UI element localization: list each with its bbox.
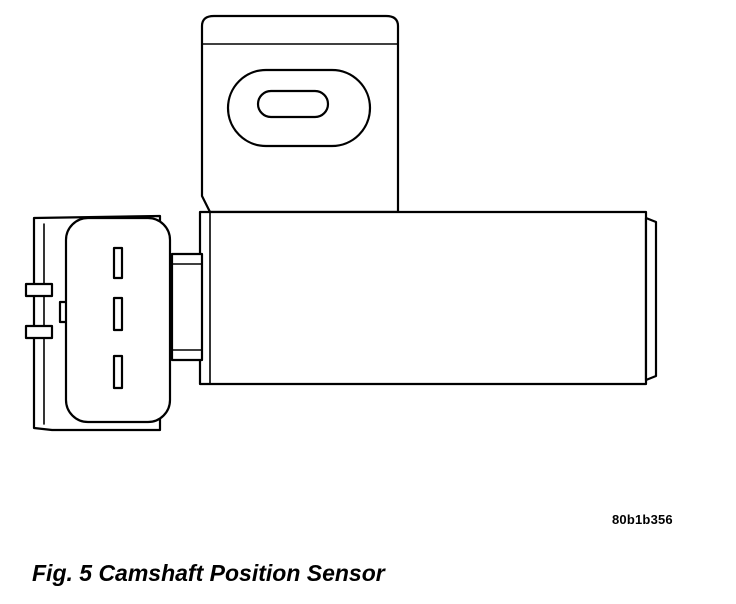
terminal-pin-1 — [112, 246, 124, 280]
sensor-body — [198, 210, 658, 386]
figure-code: 80b1b356 — [612, 512, 673, 527]
mounting-slot — [226, 68, 372, 148]
terminal-pin-2 — [112, 296, 124, 332]
terminal-pin-3 — [112, 354, 124, 390]
figure-caption: Fig. 5 Camshaft Position Sensor — [32, 560, 385, 586]
connector-housing — [24, 214, 172, 432]
connector-neck — [170, 252, 204, 362]
connector-terminals — [112, 246, 124, 390]
